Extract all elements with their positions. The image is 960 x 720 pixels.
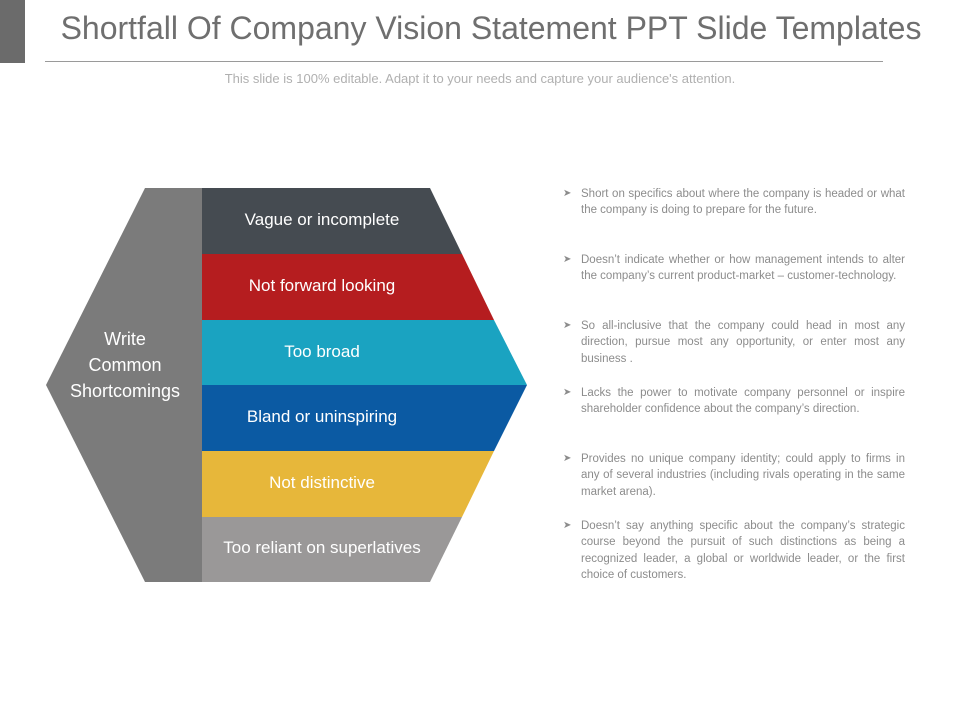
list-item: ➤ Doesn’t say anything specific about th…	[563, 518, 905, 583]
chevron-right-icon: ➤	[563, 320, 572, 331]
chevron-right-icon: ➤	[563, 453, 572, 464]
chevron-right-icon: ➤	[563, 387, 572, 398]
hexagon-center-label: Write Common Shortcomings	[50, 326, 200, 404]
band-bland-or-uninspiring	[202, 385, 527, 451]
list-item: ➤ Doesn’t indicate whether or how manage…	[563, 252, 905, 285]
list-item: ➤ Short on specifics about where the com…	[563, 186, 905, 219]
list-item: ➤ So all-inclusive that the company coul…	[563, 318, 905, 367]
chevron-right-icon: ➤	[563, 254, 572, 265]
title-divider	[45, 61, 883, 62]
chevron-right-icon: ➤	[563, 520, 572, 531]
band-too-reliant-on-superlatives	[202, 517, 462, 582]
band-not-forward-looking	[202, 254, 494, 320]
slide-subtitle: This slide is 100% editable. Adapt it to…	[224, 71, 736, 86]
band-label-not-distinctive: Not distinctive	[269, 473, 375, 492]
list-item-text: Short on specifics about where the compa…	[581, 188, 905, 217]
list-item: ➤ Lacks the power to motivate company pe…	[563, 385, 905, 418]
band-too-broad	[202, 320, 527, 385]
hexagon-label-line: Common	[88, 355, 162, 375]
band-label-too-reliant-on-superlatives: Too reliant on superlatives	[223, 538, 421, 557]
hexagon-label-line: Shortcomings	[69, 381, 181, 401]
band-label-vague-or-incomplete: Vague or incomplete	[244, 210, 400, 229]
chevron-right-icon: ➤	[563, 188, 572, 199]
hexagon-left-half	[46, 188, 202, 582]
list-item: ➤ Provides no unique company identity; c…	[563, 451, 905, 500]
list-item-text: So all-inclusive that the company could …	[581, 320, 905, 365]
list-item-text: Provides no unique company identity; cou…	[581, 453, 905, 498]
band-label-too-broad: Too broad	[284, 342, 360, 361]
slide-title: Shortfall Of Company Vision Statement PP…	[60, 10, 922, 46]
band-label-bland-or-uninspiring: Bland or uninspiring	[246, 407, 398, 426]
corner-accent-block	[0, 0, 25, 63]
hexagon-label-line: Write	[104, 329, 146, 349]
list-item-text: Doesn’t indicate whether or how manageme…	[581, 254, 905, 283]
band-not-distinctive	[202, 451, 494, 517]
list-item-text: Doesn’t say anything specific about the …	[581, 520, 905, 581]
band-vague-or-incomplete	[202, 188, 462, 254]
list-item-text: Lacks the power to motivate company pers…	[581, 387, 905, 416]
band-label-not-forward-looking: Not forward looking	[248, 276, 396, 295]
